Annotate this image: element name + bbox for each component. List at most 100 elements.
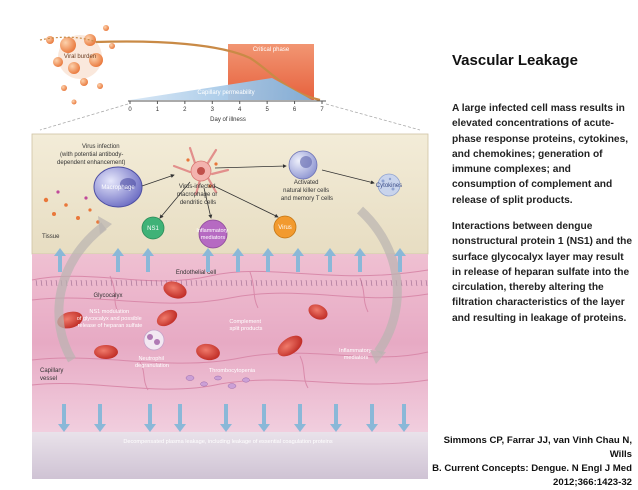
glycocalyx-label: Glycocalyx <box>93 293 122 299</box>
leakage-arrow-head <box>220 424 232 432</box>
complement-label: Complement split products <box>229 319 262 332</box>
viral-burden-curve <box>95 40 321 102</box>
capillary-permeability-wedge <box>130 78 312 100</box>
infected-cell-label: Virus-infected macrophage or dendritic c… <box>177 184 219 206</box>
leakage-arrow-head <box>394 248 406 256</box>
glycocalyx-strand <box>120 279 123 287</box>
cytokines-label: Cytokines <box>376 183 402 189</box>
glycocalyx-strand <box>390 279 393 287</box>
ns1-cell <box>141 216 165 240</box>
glycocalyx-strand <box>345 279 348 287</box>
leakage-arrow-shaft <box>296 256 300 272</box>
leakage-arrow-head <box>258 424 270 432</box>
glycocalyx-strand <box>370 279 373 287</box>
leakage-arrow-head <box>54 248 66 256</box>
leakage-arrow-head <box>262 248 274 256</box>
macrophage-cell <box>93 166 143 208</box>
glycocalyx-strand <box>415 279 418 287</box>
glycocalyx-strand <box>220 279 223 287</box>
leakage-label: Decompensated plasma leakage, including … <box>123 439 332 445</box>
glycocalyx-strand <box>225 279 228 287</box>
glycocalyx-strand <box>290 279 293 287</box>
leakage-arrow-head <box>232 248 244 256</box>
glycocalyx-strand <box>420 279 423 287</box>
tissue-label: Tissue <box>42 234 60 240</box>
glycocalyx-strand <box>210 279 213 287</box>
glycocalyx-strand <box>325 279 328 287</box>
glycocalyx-strand <box>135 279 138 287</box>
ns1-modulation-label: NS1 modulation of glycocalyx and possibl… <box>77 309 144 329</box>
glycocalyx-strand <box>410 279 413 287</box>
endothelial-cells <box>31 269 429 391</box>
slide-title: Vascular Leakage <box>452 52 578 69</box>
thrombocytopenia-label: Thrombocytopenia <box>209 368 256 374</box>
glycocalyx-strand <box>270 279 273 287</box>
leakage-arrow-shaft <box>98 404 102 424</box>
leakage-band <box>32 432 428 479</box>
leakage-arrow-shaft <box>58 256 62 272</box>
downward-leakage-arrows <box>58 404 410 432</box>
glycocalyx-strand <box>45 279 48 287</box>
glycocalyx-strand <box>240 279 243 287</box>
glycocalyx-strand <box>85 279 88 287</box>
glycocalyx-strand <box>80 279 83 287</box>
glycocalyx-strand <box>215 279 218 287</box>
glycocalyx-strand <box>385 279 388 287</box>
nk-label: Activated natural killer cells and memor… <box>281 180 333 202</box>
capillary-permeability-label: Capillary permeability <box>197 90 254 96</box>
leakage-arrow-head <box>330 424 342 432</box>
glycocalyx-strand <box>340 279 343 287</box>
glycocalyx-strand <box>100 279 103 287</box>
citation: Simmons CP, Farrar JJ, van Vinh Chau N, … <box>432 434 632 490</box>
viral-burden-dotted <box>39 36 97 43</box>
glycocalyx-strand <box>140 279 143 287</box>
glycocalyx-strand <box>360 279 363 287</box>
glycocalyx-strand <box>75 279 78 287</box>
leakage-arrow-head <box>174 424 186 432</box>
cytokines-cell <box>377 173 401 197</box>
leakage-arrow-shaft <box>398 256 402 272</box>
leakage-arrow-shaft <box>262 404 266 424</box>
leakage-arrow-head <box>112 248 124 256</box>
day-axis-tick-label: 4 <box>238 107 242 113</box>
glycocalyx-strand <box>195 279 198 287</box>
glycocalyx-strand <box>335 279 338 287</box>
glycocalyx-strand <box>205 279 208 287</box>
glycocalyx-strand <box>310 279 313 287</box>
leakage-arrow-shaft <box>328 256 332 272</box>
glycocalyx-strand <box>425 279 428 287</box>
left-curved-arrow <box>54 222 107 363</box>
dengue-pathogenesis-figure: Viral burden Critical phase Capillary pe… <box>31 25 429 479</box>
glycocalyx-strand <box>200 279 203 287</box>
neutrophil-cell <box>143 329 165 351</box>
glycocalyx-strand <box>160 279 163 287</box>
glycocalyx-strand <box>90 279 93 287</box>
inflammatory-label: Inflammatory mediators <box>196 228 229 241</box>
glycocalyx-strand <box>70 279 73 287</box>
glycocalyx-strand <box>320 279 323 287</box>
leakage-arrow-head <box>398 424 410 432</box>
leakage-arrow-shaft <box>298 404 302 424</box>
glycocalyx-strand <box>130 279 133 287</box>
leakage-arrow-shaft <box>62 404 66 424</box>
day-axis-label: Day of illness <box>210 117 246 123</box>
glycocalyx-strand <box>365 279 368 287</box>
glycocalyx-strand <box>40 279 43 287</box>
glycocalyx-strand <box>50 279 53 287</box>
glycocalyx-strand <box>295 279 298 287</box>
glycocalyx-strand <box>350 279 353 287</box>
macrophage-label: Macrophage <box>101 185 135 191</box>
leakage-arrow-head <box>202 248 214 256</box>
citation-line: Simmons CP, Farrar JJ, van Vinh Chau N, … <box>443 435 632 460</box>
glycocalyx-strand <box>265 279 268 287</box>
capillary-label: Capillary vessel <box>40 368 65 382</box>
glycocalyx-strand <box>255 279 258 287</box>
glycocalyx-strand <box>230 279 233 287</box>
glycocalyx-strand <box>190 279 193 287</box>
glycocalyx-strand <box>110 279 113 287</box>
paragraph-1: A large infected cell mass results in el… <box>452 103 629 206</box>
leakage-arrow-head <box>366 424 378 432</box>
figure-svg: Viral burden Critical phase Capillary pe… <box>31 25 429 479</box>
nk-t-cell <box>288 150 318 180</box>
leakage-arrow-shaft <box>236 256 240 272</box>
